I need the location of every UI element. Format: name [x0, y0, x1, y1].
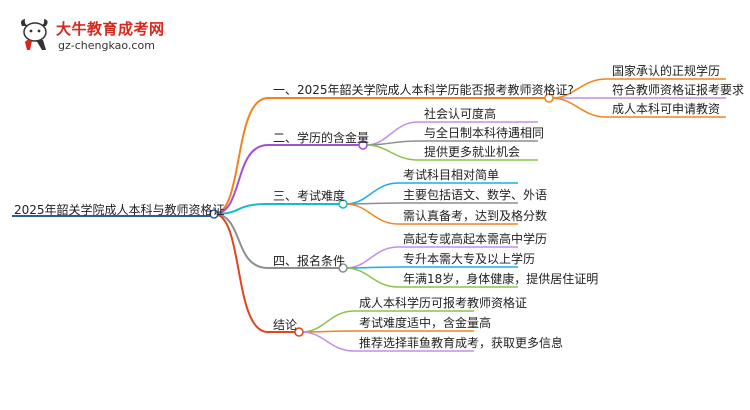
- leaf-conclusion-2: 考试难度适中，含金量高: [359, 316, 492, 330]
- leaf-difficulty-3: 需认真备考，达到及格分数: [403, 209, 548, 223]
- ox-mascot-icon: [21, 19, 48, 50]
- leaf-edge-3-3: [345, 203, 518, 225]
- leaf-edge-3-2: [345, 202, 518, 205]
- branch-edge-4: [213, 213, 342, 269]
- root-node: 2025年韶关学院成人本科与教师资格证: [14, 203, 225, 217]
- branch-junction-1: [544, 93, 554, 103]
- leaf-edge-1-3: [551, 97, 726, 118]
- leaf-edge-5-3: [301, 331, 474, 352]
- leaf-value-3: 提供更多就业机会: [424, 145, 521, 159]
- branch-junction-2: [358, 140, 368, 150]
- branch-junction-5: [294, 327, 304, 337]
- leaf-value-2: 与全日制本科待遇相同: [424, 126, 545, 140]
- leaf-requirements-1: 高起专或高起本需高中学历: [403, 232, 548, 246]
- leaf-eligibility-2: 符合教师资格证报考要求: [612, 83, 745, 97]
- leaf-edge-4-3: [345, 267, 518, 288]
- leaf-eligibility-1: 国家承认的正规学历: [612, 64, 721, 78]
- brand-name: 大牛教育成考网: [56, 20, 165, 38]
- leaf-difficulty-1: 考试科目相对简单: [403, 168, 500, 182]
- leaf-edge-2-3: [365, 144, 538, 161]
- leaf-conclusion-3: 推荐选择菲鱼教育成考，获取更多信息: [359, 336, 564, 350]
- branch-eligibility: 一、2025年韶关学院成人本科学历能否报考教师资格证?: [273, 83, 574, 97]
- leaf-eligibility-3: 成人本科可申请教资: [612, 102, 721, 116]
- branch-difficulty: 三、考试难度: [273, 189, 346, 203]
- leaf-conclusion-1: 成人本科学历可报考教师资格证: [359, 296, 528, 310]
- leaf-edge-4-2: [345, 266, 518, 269]
- brand-logo: 大牛教育成考网 gz-chengkao.com: [16, 16, 166, 56]
- branch-edge-2: [213, 144, 362, 215]
- root-junction: [209, 209, 219, 219]
- branch-conclusion: 结论: [273, 318, 298, 332]
- branch-edge-3: [213, 203, 342, 215]
- branch-edge-1: [213, 97, 548, 215]
- leaf-requirements-3: 年满18岁，身体健康，提供居住证明: [403, 272, 599, 286]
- branch-requirements: 四、报名条件: [273, 254, 346, 268]
- leaf-edge-5-2: [301, 330, 474, 333]
- brand-url: gz-chengkao.com: [58, 39, 155, 52]
- branch-junction-3: [338, 199, 348, 209]
- branch-junction-4: [338, 263, 348, 273]
- branch-value: 二、学历的含金量: [273, 131, 370, 145]
- branch-edge-5: [213, 213, 298, 333]
- leaf-difficulty-2: 主要包括语文、数学、外语: [403, 188, 548, 202]
- leaf-value-1: 社会认可度高: [424, 107, 497, 121]
- leaf-requirements-2: 专升本需大专及以上学历: [403, 252, 536, 266]
